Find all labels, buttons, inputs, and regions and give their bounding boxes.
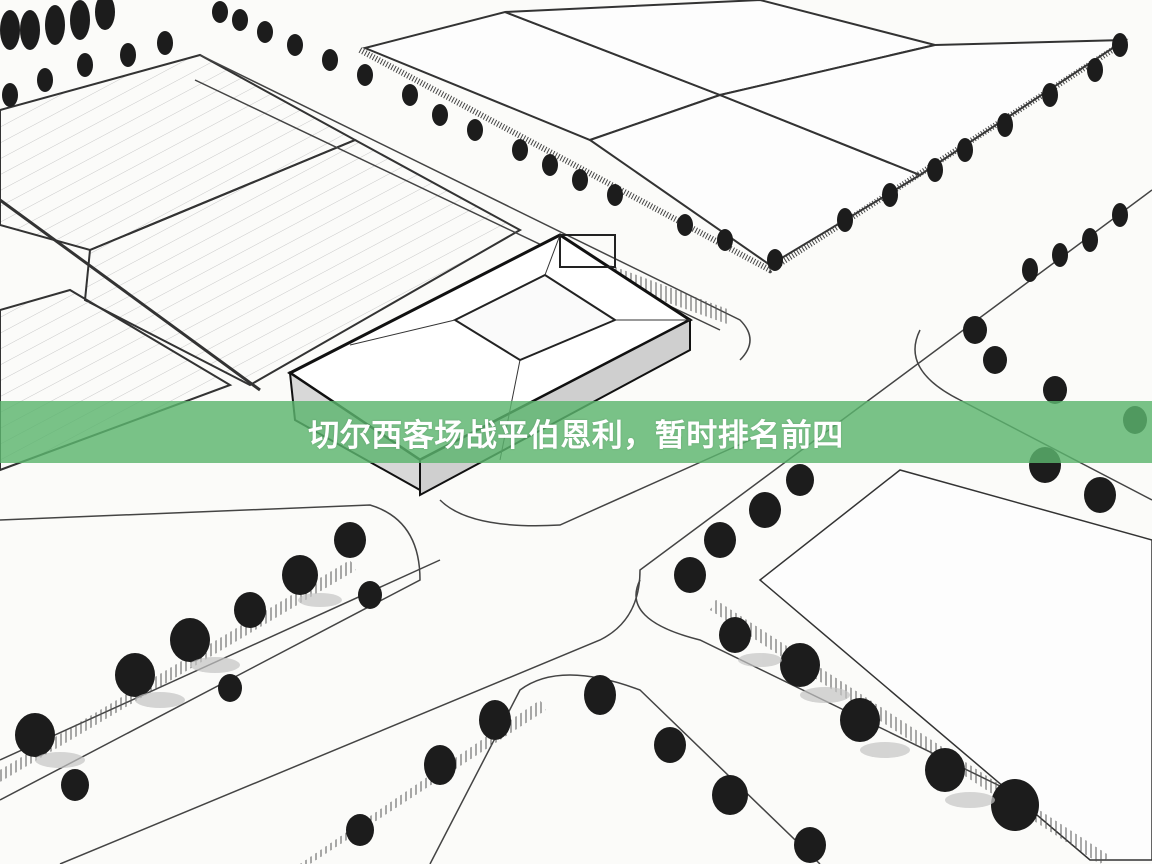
field-top-left — [0, 53, 523, 472]
caption-banner: 切尔西客场战平伯恩利，暂时排名前四 — [0, 401, 1152, 463]
caption-text: 切尔西客场战平伯恩利，暂时排名前四 — [308, 417, 844, 454]
tree-shadows — [35, 593, 995, 808]
